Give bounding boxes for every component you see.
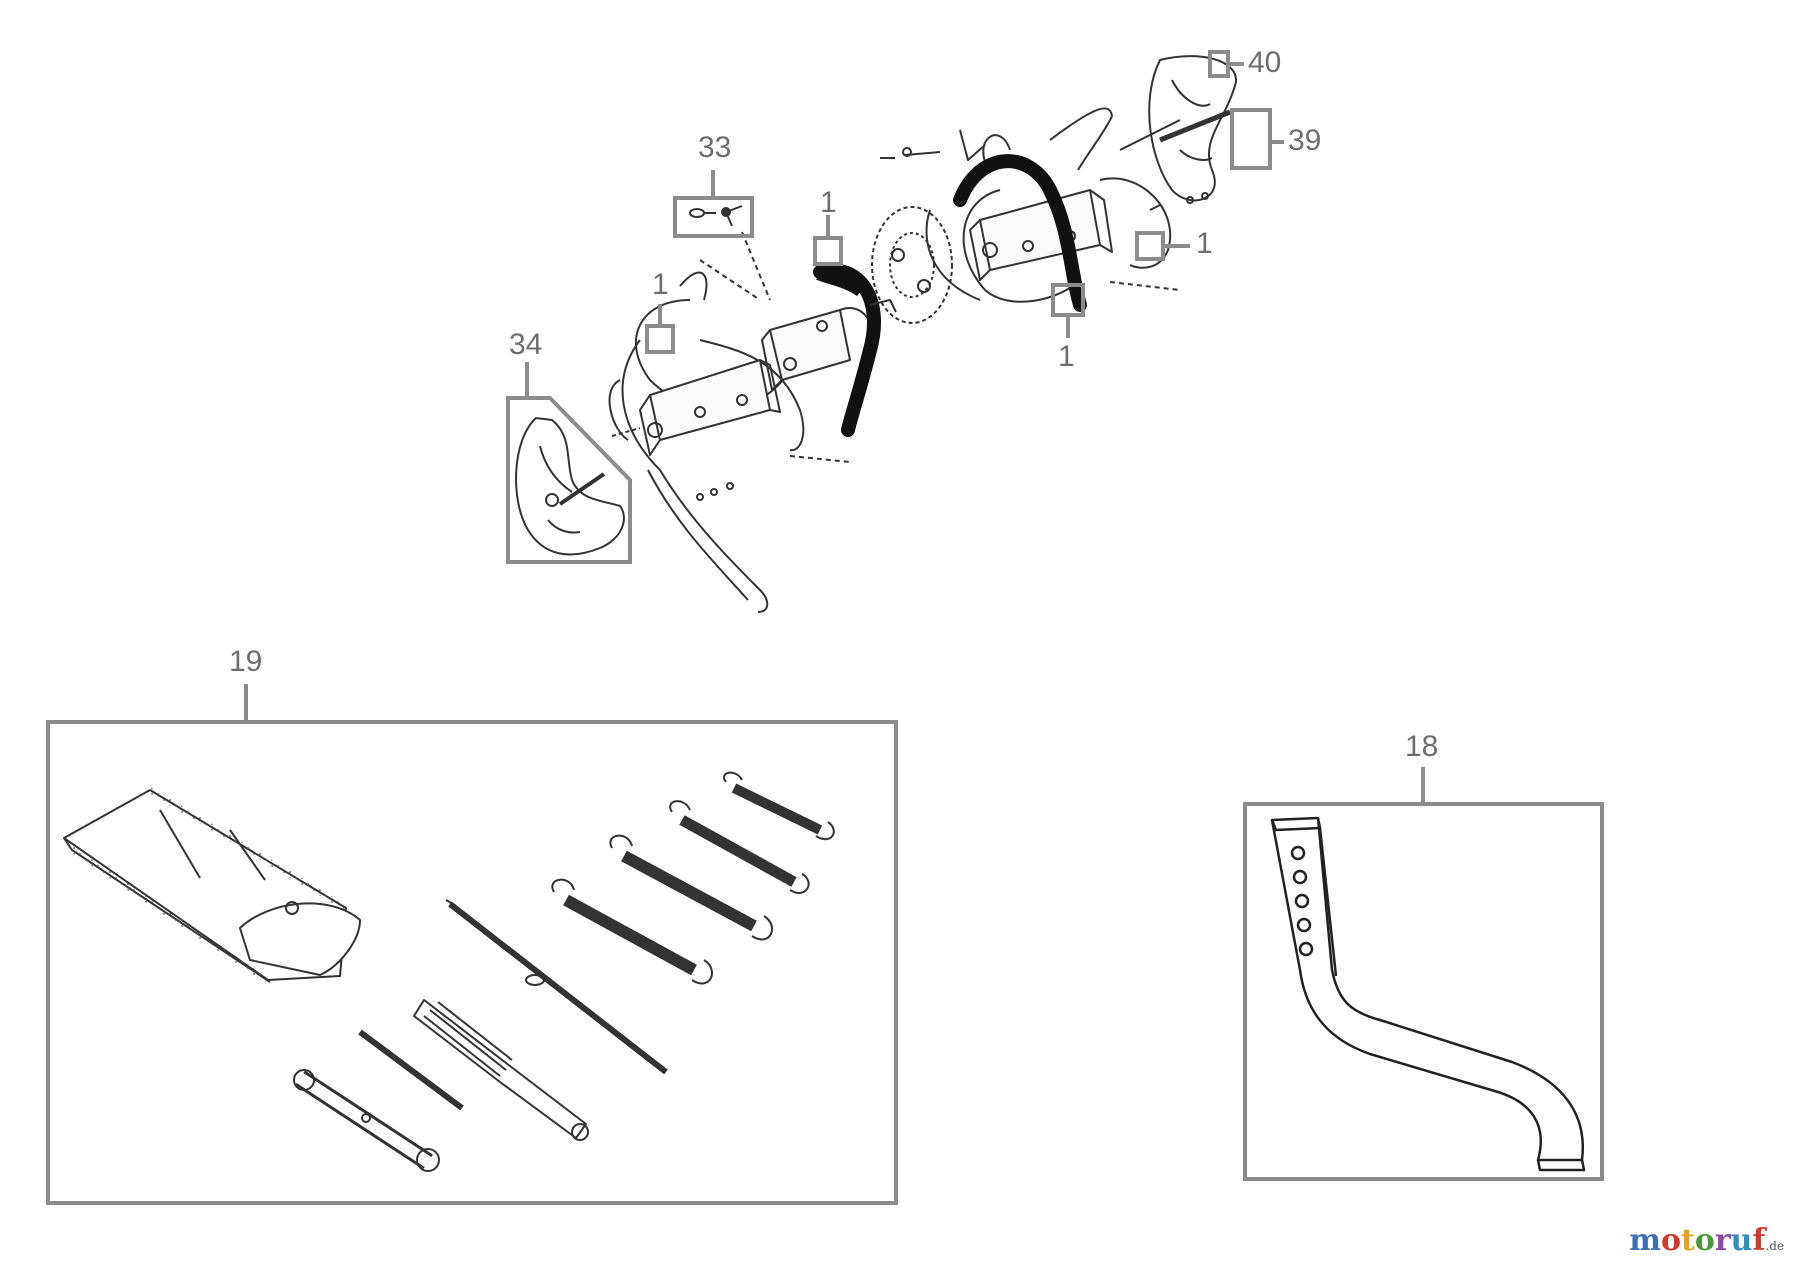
callout-40: 40: [1248, 46, 1282, 79]
wrench-icon: [669, 800, 810, 894]
callout-1-right: 1: [1196, 227, 1213, 260]
callout-1-left: 1: [652, 268, 669, 301]
logo-letter: u: [1730, 1223, 1753, 1258]
callout-39: 39: [1288, 124, 1322, 157]
callout-34: 34: [509, 328, 543, 361]
logo-letter: o: [1660, 1223, 1681, 1258]
side-protection-disc-icon: [515, 416, 625, 556]
pin-and-clip-icon: [689, 205, 771, 301]
wrench-icon: [551, 878, 713, 985]
tool-kit-icon: [63, 771, 835, 1172]
wrench-icon: [609, 834, 773, 941]
callout-1-bottom: 1: [1058, 340, 1075, 373]
callout-1-top: 1: [820, 186, 837, 219]
tiller-tine-assembly-icon: [608, 55, 1238, 613]
callout-19: 19: [229, 645, 263, 678]
callout-33: 33: [698, 131, 732, 164]
logo-letter: r: [1714, 1223, 1731, 1258]
motoruf-logo: motoruf.de: [1629, 1223, 1784, 1258]
callout-18: 18: [1405, 730, 1439, 763]
logo-letter: o: [1694, 1223, 1715, 1258]
logo-letter: m: [1629, 1223, 1661, 1258]
logo-letter: t: [1680, 1223, 1695, 1258]
logo-text: motoruf: [1629, 1223, 1765, 1258]
wrench-icon: [723, 771, 835, 841]
logo-suffix: .de: [1765, 1239, 1784, 1253]
callout-frames: [46, 50, 1604, 1205]
logo-letter: f: [1752, 1223, 1766, 1258]
depth-stake-icon: [1270, 816, 1586, 1172]
